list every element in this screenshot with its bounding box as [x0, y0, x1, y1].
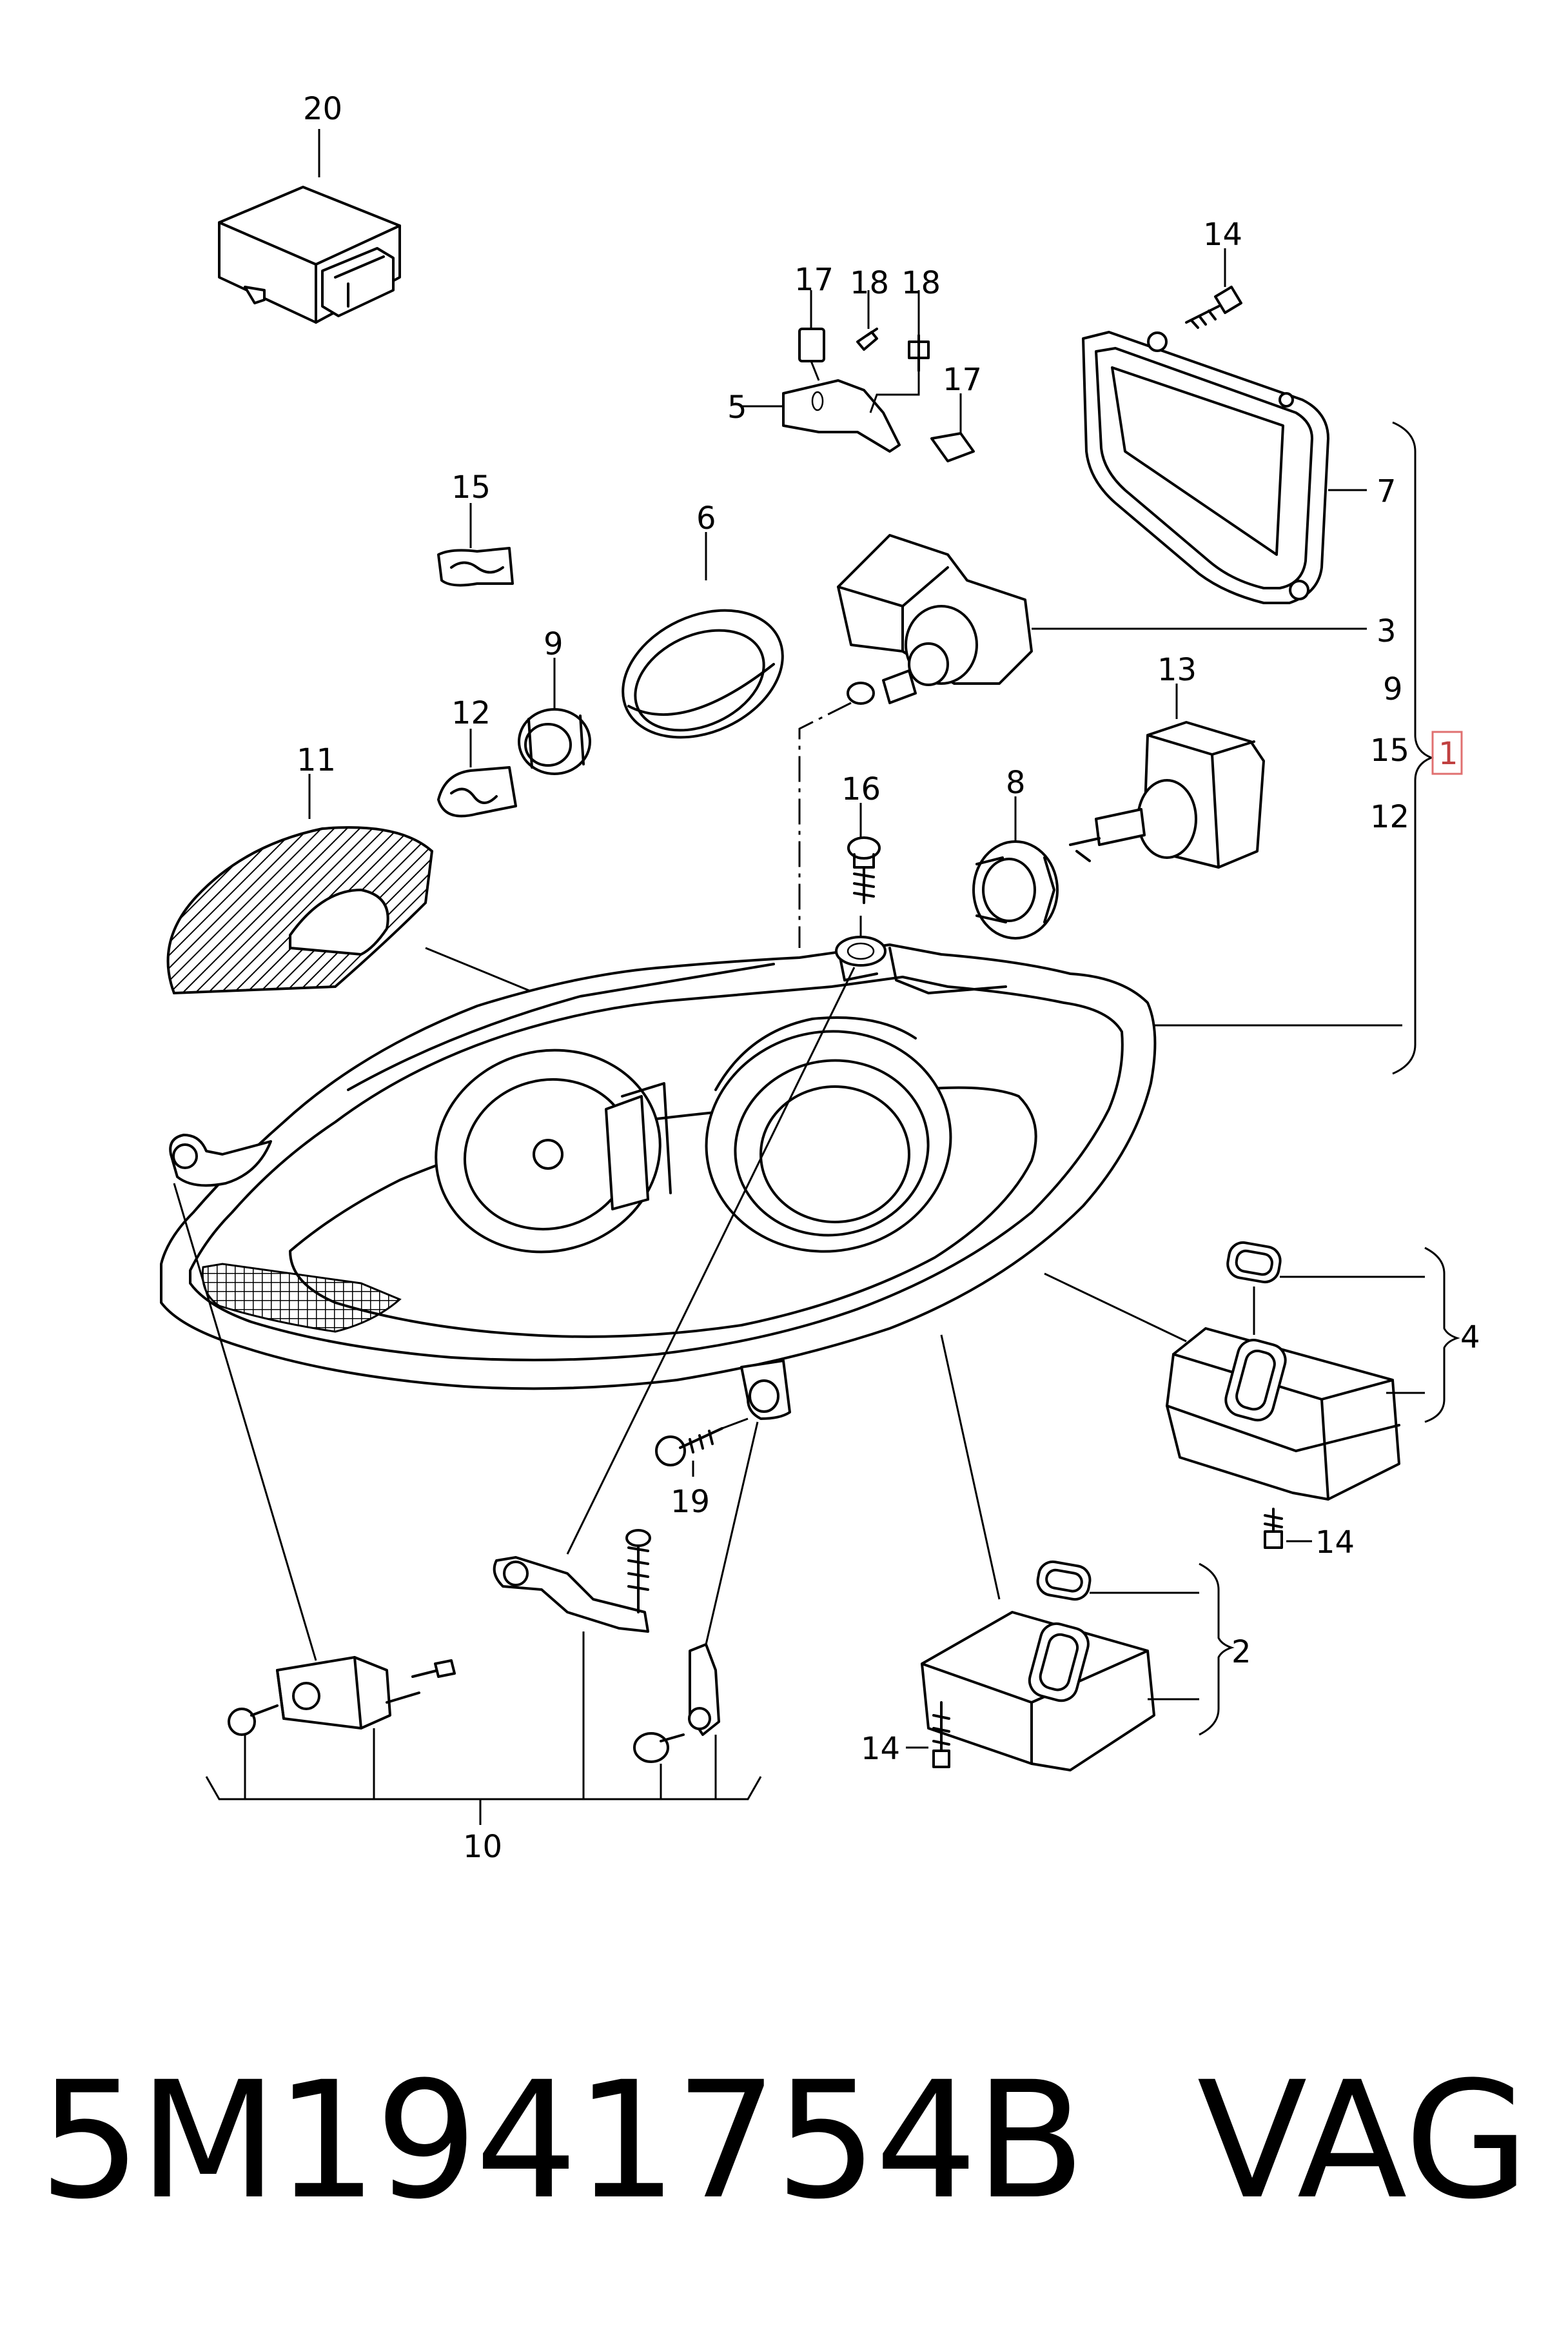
- callout-4: 4: [1460, 1319, 1480, 1355]
- callout-17-right: 17: [943, 362, 982, 398]
- screw-16: [847, 803, 881, 948]
- bulb-12: [437, 729, 517, 818]
- callout-18-right: 18: [901, 265, 941, 301]
- ring-6: [622, 532, 784, 739]
- control-module-20: [218, 129, 401, 324]
- callout-5: 5: [727, 389, 747, 426]
- callout-10: 10: [463, 1829, 502, 1865]
- callout-13: 13: [1157, 652, 1197, 688]
- callout-14-ballast2: 14: [861, 1731, 900, 1767]
- headlamp-housing-1: [160, 936, 1402, 1420]
- callout-14-top: 14: [1203, 217, 1242, 253]
- bracket-5: [741, 290, 975, 462]
- xenon-bulb-13: [1069, 684, 1265, 869]
- callout-6: 6: [696, 500, 716, 537]
- repair-kit-10: [173, 967, 856, 1825]
- motor-3: [837, 534, 1367, 705]
- callout-15-bulb: 15: [451, 469, 491, 506]
- callout-labels: 20 17 18 18 14 5 17 7 15 6 3 9 12 11 13 …: [297, 91, 1480, 1865]
- callout-3: 3: [1377, 613, 1396, 649]
- callout-9-socket: 9: [544, 626, 564, 662]
- callout-1: 1: [1438, 736, 1458, 772]
- socket-9: [518, 658, 591, 775]
- callout-18-left: 18: [850, 265, 889, 301]
- callout-15-group: 15: [1370, 733, 1409, 769]
- callout-12-bulb: 12: [451, 695, 491, 731]
- callout-17-top: 17: [794, 262, 834, 298]
- screw-19: [655, 1417, 749, 1477]
- brand-label: VAG: [1197, 2047, 1529, 2234]
- callout-19: 19: [671, 1484, 710, 1520]
- callout-14-ballast4: 14: [1315, 1524, 1355, 1561]
- callout-16: 16: [841, 771, 881, 807]
- exploded-parts-diagram: 20 17 18 18 14 5 17 7 15 6 3 9 12 11 13 …: [160, 91, 1480, 1865]
- callout-7: 7: [1377, 473, 1396, 509]
- callout-11: 11: [297, 742, 336, 778]
- screw-14-top: [1185, 248, 1242, 329]
- ring-8: [972, 796, 1059, 940]
- callout-9-group: 9: [1383, 671, 1403, 707]
- footer: 5M1941754B VAG: [0, 2025, 1568, 2257]
- callout-20: 20: [303, 91, 342, 127]
- callout-8: 8: [1006, 765, 1026, 801]
- bulb-15: [437, 503, 514, 587]
- ballast-4: [1044, 1241, 1460, 1549]
- ballast-2: [906, 1334, 1235, 1771]
- frame-7: [1082, 331, 1367, 604]
- part-number: 5M1941754B: [39, 2047, 1086, 2234]
- callout-2: 2: [1231, 1634, 1251, 1670]
- highlight-box-1: [1431, 731, 1463, 775]
- callout-12-group: 12: [1370, 799, 1409, 835]
